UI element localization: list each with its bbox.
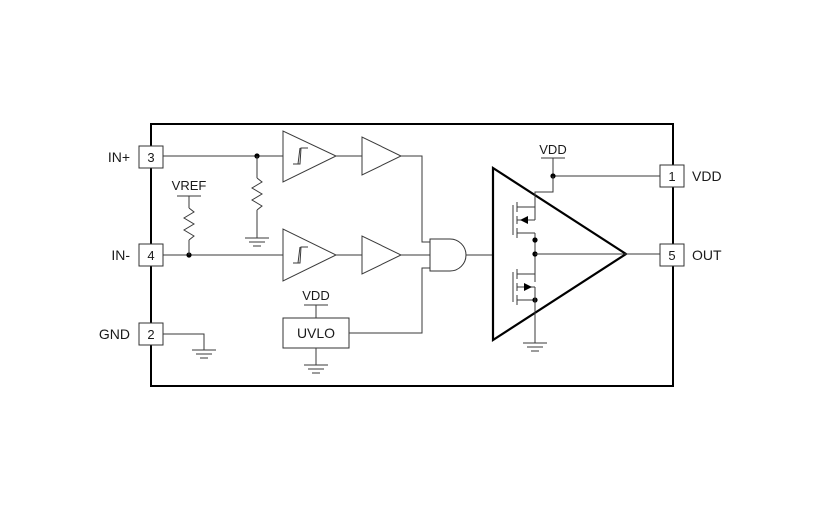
pin-number: 1 [668,169,675,184]
schmitt-trigger-1 [282,130,362,183]
pin-name: IN- [111,247,130,263]
in-plus-path [163,153,283,247]
uvlo-vdd-label: VDD [302,288,329,303]
pin-number: 5 [668,248,675,263]
pmos-transistor [512,200,536,238]
pin-name: GND [99,326,130,342]
uvlo-block: VDD UVLO [282,267,430,374]
pin-5-out: 5 OUT [659,243,722,267]
ground-symbol [245,237,269,247]
pin-4-in-minus: 4 IN- [111,243,164,267]
vref-label: VREF [172,178,207,193]
uvlo-label: UVLO [297,325,335,341]
gnd-pin-wiring [163,333,216,359]
pin-number: 2 [147,327,154,342]
nmos-transistor [512,269,535,305]
pin-name: VDD [692,168,722,184]
and-gate [429,238,493,272]
pin-name: OUT [692,247,722,263]
buffer-2 [361,235,430,275]
junction-dot [532,237,538,243]
pin-number: 3 [147,150,154,165]
output-vdd-label: VDD [539,142,566,157]
output-driver: VDD [491,142,660,352]
ground-symbol [523,342,547,352]
pin-2-gnd: 2 GND [99,322,164,346]
pin-box [659,243,685,267]
vref-resistor [183,207,195,241]
pin-name: IN+ [108,149,130,165]
schmitt-trigger-2 [282,228,362,282]
pin-number: 4 [147,248,154,263]
pin-box [138,145,164,169]
pin-3-in-plus: 3 IN+ [108,145,164,169]
pin-1-vdd: 1 VDD [659,164,722,188]
buffer-1 [361,136,430,243]
in-minus-path: VREF [163,178,283,258]
ground-symbol [304,364,328,374]
pulldown-resistor [251,177,263,211]
